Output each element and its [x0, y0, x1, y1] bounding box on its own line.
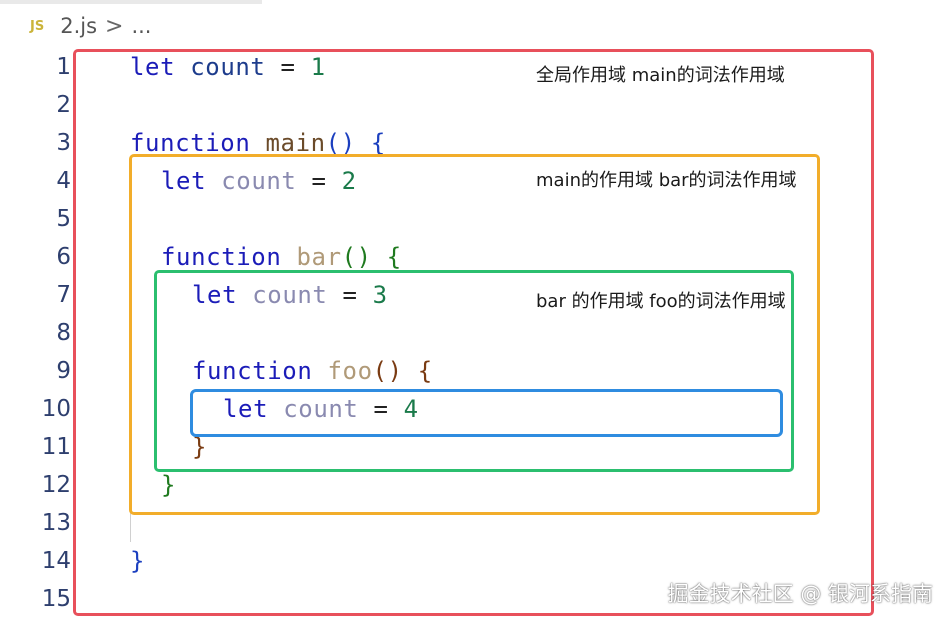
keyword-let: let	[192, 281, 238, 309]
line-number: 14	[41, 548, 71, 574]
annotation-main-scope: main的作用域 bar的词法作用域	[536, 170, 797, 191]
function-name-bar: bar	[296, 243, 342, 271]
breadcrumb-more[interactable]: ...	[131, 14, 152, 38]
line-number: 11	[41, 434, 71, 460]
identifier-count: count	[190, 53, 266, 81]
parens: ()	[325, 129, 356, 157]
bar-scope-box	[154, 270, 794, 472]
line-number: 9	[56, 358, 71, 384]
open-brace: {	[386, 243, 402, 271]
code-line-3[interactable]: function main() {	[130, 124, 386, 162]
code-line-10[interactable]: let count = 4	[223, 390, 419, 428]
main-scope-box	[129, 154, 820, 515]
line-number: 2	[56, 92, 71, 118]
line-number: 13	[41, 510, 71, 536]
annotation-global-scope: 全局作用域 main的词法作用域	[536, 65, 785, 86]
code-line-1[interactable]: let count = 1	[130, 48, 326, 86]
line-number: 4	[56, 168, 71, 194]
parens: ()	[372, 357, 403, 385]
line-number: 1	[56, 54, 71, 80]
open-brace: {	[370, 129, 386, 157]
keyword-function: function	[130, 129, 251, 157]
line-number: 12	[41, 472, 71, 498]
code-line-6[interactable]: function bar() {	[161, 238, 402, 276]
line-number: 8	[56, 320, 71, 346]
keyword-function: function	[161, 243, 282, 271]
identifier-count: count	[221, 167, 297, 195]
number-literal: 1	[310, 53, 326, 81]
code-line-9[interactable]: function foo() {	[192, 352, 433, 390]
line-number: 15	[41, 586, 71, 612]
code-line-12[interactable]: }	[161, 466, 176, 504]
line-number: 7	[56, 282, 71, 308]
breadcrumb-chevron-icon: >	[105, 13, 124, 39]
global-scope-box	[73, 49, 874, 616]
code-editor[interactable]: let count = 1 function main() { let coun…	[0, 48, 947, 622]
operator-assign: =	[342, 281, 358, 309]
close-brace: }	[192, 433, 208, 461]
number-literal: 4	[403, 395, 419, 423]
breadcrumb[interactable]: JS 2.js > ...	[30, 10, 151, 42]
code-line-14[interactable]: }	[130, 542, 145, 580]
close-brace: }	[161, 471, 177, 499]
parens: ()	[341, 243, 372, 271]
keyword-let: let	[130, 53, 176, 81]
keyword-let: let	[161, 167, 207, 195]
number-literal: 3	[372, 281, 388, 309]
top-tab-strip	[0, 0, 262, 4]
code-line-11[interactable]: }	[192, 428, 207, 466]
function-name-foo: foo	[327, 357, 373, 385]
operator-assign: =	[280, 53, 296, 81]
operator-assign: =	[311, 167, 327, 195]
keyword-let: let	[223, 395, 269, 423]
javascript-file-icon: JS	[30, 18, 45, 34]
code-line-4[interactable]: let count = 2	[161, 162, 357, 200]
keyword-function: function	[192, 357, 313, 385]
code-line-7[interactable]: let count = 3	[192, 276, 388, 314]
operator-assign: =	[373, 395, 389, 423]
line-number: 6	[56, 244, 71, 270]
open-brace: {	[417, 357, 433, 385]
watermark: 掘金技术社区 @ 银河系指南	[667, 582, 933, 606]
function-name-main: main	[265, 129, 326, 157]
line-number: 10	[41, 396, 71, 422]
close-brace: }	[130, 547, 146, 575]
foo-scope-box	[190, 389, 783, 437]
identifier-count: count	[252, 281, 328, 309]
identifier-count: count	[283, 395, 359, 423]
line-number: 5	[56, 206, 71, 232]
annotation-bar-scope: bar 的作用域 foo的词法作用域	[536, 291, 786, 312]
number-literal: 2	[341, 167, 357, 195]
breadcrumb-file-name[interactable]: 2.js	[60, 14, 98, 38]
line-number: 3	[56, 130, 71, 156]
